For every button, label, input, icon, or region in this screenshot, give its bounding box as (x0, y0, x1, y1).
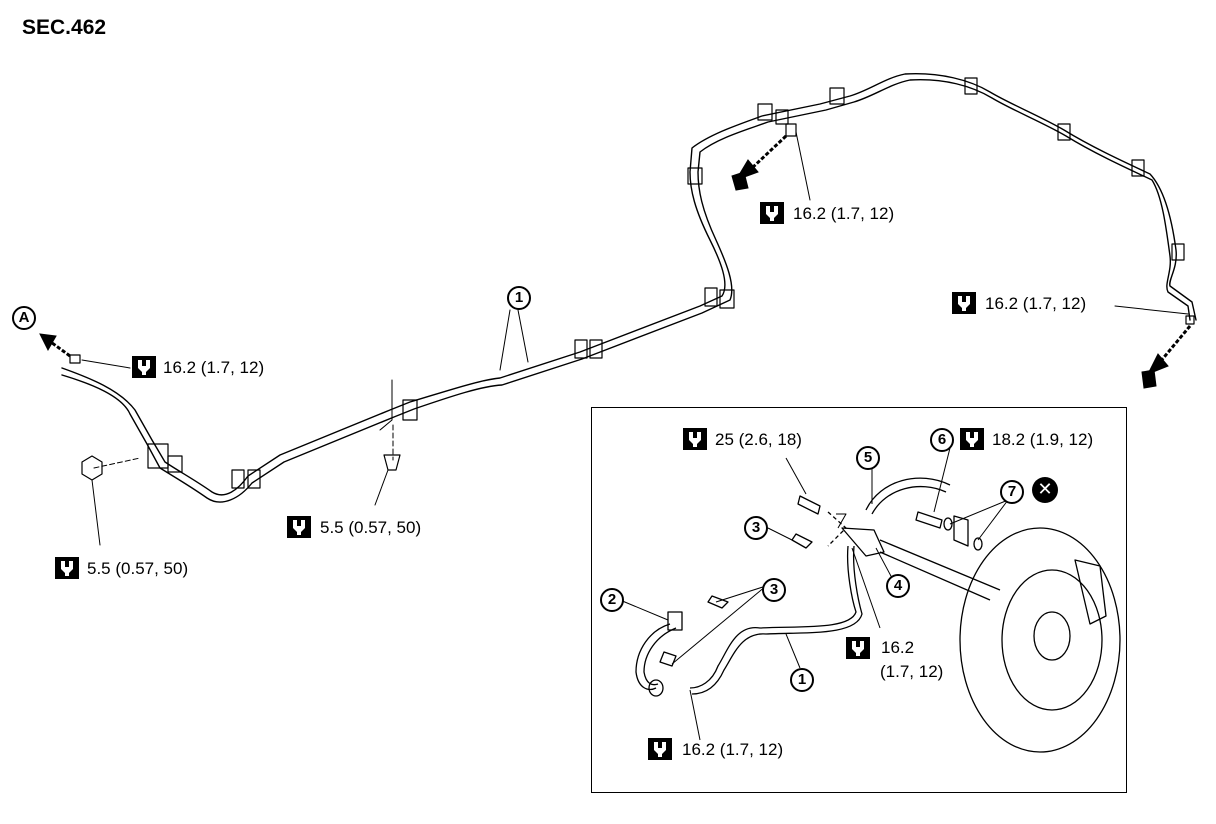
torque-inset-mid-units: (1.7, 12) (880, 662, 944, 681)
torque-wrench-icon (55, 557, 79, 579)
callout-A: A (12, 306, 36, 330)
callout-2: 2 (600, 588, 624, 612)
callout-1-main: 1 (507, 286, 531, 310)
direction-arrows (39, 134, 1192, 389)
torque-wrench-icon (683, 428, 707, 450)
torque-inset-mid-value: 16.2 (881, 638, 915, 657)
do-not-reuse-icon: ✕ (1032, 477, 1058, 503)
section-number: SEC.462 (22, 16, 107, 39)
torque-inset-bottom: 16.2 (1.7, 12) (682, 740, 784, 759)
torque-center-clip: 5.5 (0.57, 50) (320, 518, 422, 537)
torque-wrench-icon (132, 356, 156, 378)
callout-5: 5 (856, 446, 880, 470)
rear-brake-inset (591, 407, 1127, 793)
callout-3-lower: 3 (762, 578, 786, 602)
callout-4: 4 (886, 574, 910, 598)
torque-wrench-icon (846, 637, 870, 659)
torque-wrench-icon (952, 292, 976, 314)
callout-1-inset: 1 (790, 668, 814, 692)
inset-drawing (619, 447, 1121, 753)
callout-3-upper: 3 (744, 516, 768, 540)
torque-left-nut: 5.5 (0.57, 50) (87, 559, 189, 578)
torque-wrench-icon (760, 202, 784, 224)
torque-inset-bolt: 25 (2.6, 18) (715, 430, 802, 449)
torque-wrench-icon (287, 516, 311, 538)
torque-right-flare: 16.2 (1.7, 12) (985, 294, 1087, 313)
leader-lines (81, 131, 1189, 546)
callout-6: 6 (930, 428, 954, 452)
fittings (69, 123, 1195, 481)
tube-clips (147, 77, 1185, 489)
torque-wrench-icon (648, 738, 672, 760)
torque-left-tube: 16.2 (1.7, 12) (163, 358, 265, 377)
torque-inset-union: 18.2 (1.9, 12) (992, 430, 1094, 449)
callout-7: 7 (1000, 480, 1024, 504)
torque-wrench-icon (960, 428, 984, 450)
torque-upper-flare: 16.2 (1.7, 12) (793, 204, 895, 223)
